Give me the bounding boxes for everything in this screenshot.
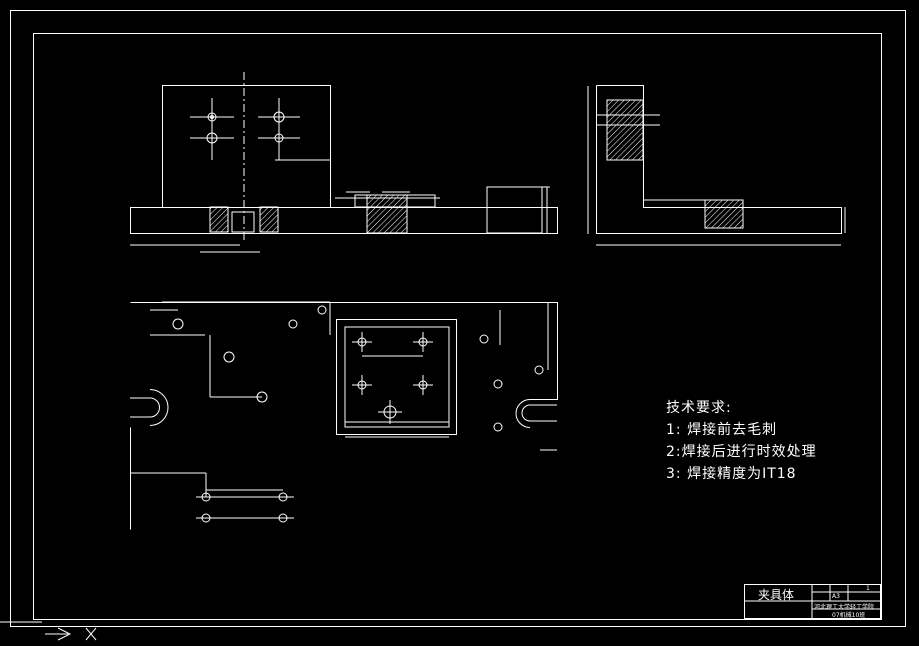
ucs-axis-icon [0,621,97,641]
class-line: 07机械10班 [832,612,866,619]
tech-item: 2:焊接后进行时效处理 [666,444,817,460]
title-block-lines [744,584,881,619]
school-line: 河北理工大学轻工学院 [814,604,875,611]
outer-border [10,10,906,627]
tech-item: 3: 焊接精度为IT18 [666,466,797,482]
front-view [130,72,558,253]
tech-item: 1: 焊接前去毛刺 [666,422,778,438]
top-view [130,301,558,530]
side-view [587,85,846,246]
sheet-number: 1 [866,585,870,592]
sheet-size: A3 [832,593,840,600]
tech-requirements: 技术要求: 1: 焊接前去毛刺 2:焊接后进行时效处理 3: 焊接精度为IT18 [666,397,817,485]
part-name: 夹具体 [758,588,795,602]
tech-heading: 技术要求: [666,400,732,416]
inner-border [33,33,882,620]
